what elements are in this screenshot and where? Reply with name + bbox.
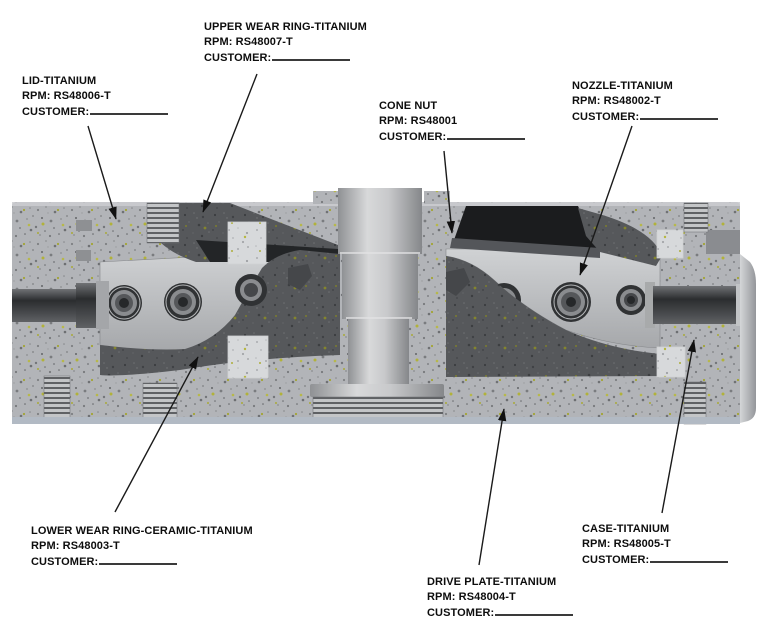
case-step [706, 230, 740, 254]
case-outer-rim [740, 254, 756, 423]
right-shaft-collar [645, 282, 655, 328]
part-name: UPPER WEAR RING-TITANIUM [204, 21, 367, 33]
leader-arrows [87, 73, 696, 566]
part-rpm: RPM: RS48007-T [204, 36, 293, 48]
bowl-shadow-band-right [450, 238, 600, 258]
customer-blank-line [90, 104, 169, 115]
part-label-nozzle: NOZZLE-TITANIUM RPM: RS48002-T CUSTOMER: [572, 79, 719, 125]
nozzle-boss [551, 282, 591, 322]
customer-blank-line [447, 129, 526, 140]
part-label-lid: LID-TITANIUM RPM: RS48006-T CUSTOMER: [22, 74, 169, 120]
wear-ring-hook-right [446, 268, 470, 296]
bowl-shadow-right [454, 206, 598, 250]
bolt-threads [43, 375, 71, 423]
part-name: NOZZLE-TITANIUM [572, 80, 673, 92]
customer-blank-line [99, 554, 178, 565]
leader-arrow-lid [87, 125, 117, 220]
customer-label: CUSTOMER: [204, 52, 272, 64]
customer-label: CUSTOMER: [379, 131, 447, 143]
bolt-threads [683, 202, 709, 233]
part-rpm: RPM: RS48001 [379, 115, 458, 127]
part-label-drive-plate: DRIVE PLATE-TITANIUM RPM: RS48004-T CUST… [427, 575, 574, 621]
lower-wear-ring-left [100, 250, 340, 376]
leader-arrow-cone-nut [443, 150, 456, 234]
part-label-lower-wear-ring: LOWER WEAR RING-CERAMIC-TITANIUM RPM: RS… [31, 524, 253, 570]
customer-label: CUSTOMER: [572, 111, 640, 123]
customer-blank-line [495, 605, 574, 616]
customer-label: CUSTOMER: [582, 554, 650, 566]
part-rpm: RPM: RS48006-T [22, 90, 111, 102]
part-rpm: RPM: RS48002-T [572, 95, 661, 107]
cone-nut-collar [424, 191, 450, 204]
bolt-recess [656, 229, 684, 259]
part-name: DRIVE PLATE-TITANIUM [427, 576, 557, 588]
leader-arrow-lower-wear-ring [114, 356, 199, 513]
part-label-upper-wear-ring: UPPER WEAR RING-TITANIUM RPM: RS48007-T … [204, 20, 367, 66]
customer-label: CUSTOMER: [22, 106, 90, 118]
part-label-cone-nut: CONE NUT RPM: RS48001 CUSTOMER: [379, 99, 526, 145]
lid-step-notch [76, 250, 91, 261]
bolt-threads [146, 202, 180, 244]
leader-arrow-case [661, 339, 696, 514]
leader-arrow-drive-plate [478, 408, 507, 566]
bolt-recess [227, 335, 269, 379]
leader-arrow-upper-wear-ring [202, 73, 258, 213]
part-rpm: RPM: RS48004-T [427, 591, 516, 603]
left-shaft-collar [96, 281, 109, 329]
spindle-shaft-mid [342, 253, 418, 319]
part-label-case: CASE-TITANIUM RPM: RS48005-T CUSTOMER: [582, 522, 729, 568]
nozzle-boss [616, 285, 646, 315]
shaft-seam [340, 252, 420, 254]
leader-arrow-nozzle [579, 125, 633, 276]
part-rpm: RPM: RS48003-T [31, 540, 120, 552]
customer-blank-line [640, 109, 719, 120]
customer-blank-line [650, 552, 729, 563]
left-feed-shaft-step [76, 283, 98, 328]
part-name: LOWER WEAR RING-CERAMIC-TITANIUM [31, 525, 253, 537]
part-name: CONE NUT [379, 100, 438, 112]
bolt-recess [656, 346, 686, 378]
part-name: LID-TITANIUM [22, 75, 97, 87]
spindle-shaft-low [348, 318, 409, 385]
nozzle-boss [106, 285, 142, 321]
right-nozzle-shaft [653, 286, 739, 324]
shaft-seam [346, 317, 412, 319]
bolt-threads [142, 382, 178, 423]
customer-label: CUSTOMER: [31, 556, 99, 568]
part-rpm: RPM: RS48005-T [582, 538, 671, 550]
left-feed-shaft [12, 289, 78, 322]
nozzle-boss [235, 274, 267, 306]
cone-nut-collar [313, 191, 340, 204]
lower-wear-ring-right [446, 256, 674, 377]
customer-label: CUSTOMER: [427, 607, 495, 619]
bolt-recess [227, 221, 267, 265]
part-name: CASE-TITANIUM [582, 523, 670, 535]
spindle-threads [312, 396, 444, 419]
lid-step-notch [76, 220, 92, 231]
spindle-shaft-top [338, 188, 422, 254]
body-bottom-edge [12, 417, 740, 424]
customer-blank-line [272, 50, 351, 61]
wear-ring-hook-left [288, 264, 312, 290]
nozzle-boss [164, 283, 202, 321]
spindle-flange [310, 384, 444, 397]
